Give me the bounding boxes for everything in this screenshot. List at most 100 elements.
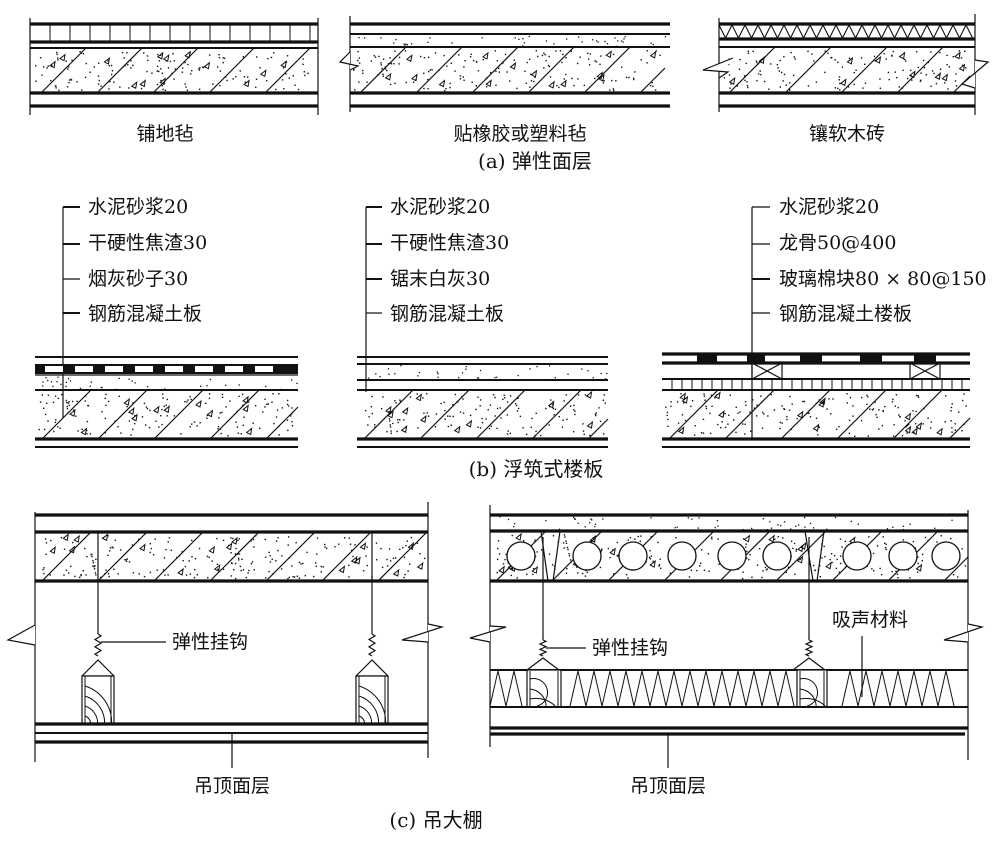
speckle-dot (826, 528, 828, 530)
aggregate-dot (185, 574, 188, 576)
aggregate-dot (615, 80, 617, 82)
aggregate-dot (79, 51, 81, 53)
aggregate-dot (576, 62, 579, 65)
aggregate-dot (395, 402, 397, 404)
aggregate-dot (963, 423, 966, 425)
aggregate-dot (519, 415, 522, 418)
aggregate-dot (104, 397, 106, 400)
aggregate-dot (764, 566, 767, 569)
hatch-line (639, 67, 666, 94)
aggregate-dot (896, 76, 898, 79)
speckle-dot (584, 526, 586, 528)
aggregate-dot (66, 407, 69, 410)
aggregate-dot (90, 553, 92, 556)
aggregate-dot (658, 564, 661, 566)
aggregate-dot (883, 52, 885, 55)
aggregate-dot (509, 432, 512, 435)
aggregate-dot (449, 415, 451, 418)
hatch-line (475, 389, 526, 440)
aggregate-dot (649, 550, 651, 552)
mortar-speckle (499, 516, 953, 532)
aggregate-dot (770, 393, 772, 396)
aggregate-dot (652, 85, 654, 88)
aggregate-dot (779, 59, 781, 62)
aggregate-dot (583, 433, 585, 436)
aggregate-dot (205, 402, 207, 405)
aggregate-dot (251, 561, 254, 563)
aggregate-dot (84, 400, 87, 402)
aggregate-stone (177, 567, 184, 576)
aggregate-dot (777, 67, 779, 69)
aggregate-dot (869, 408, 871, 410)
aggregate-dot (703, 569, 706, 571)
aggregate-dot (849, 397, 852, 399)
aggregate-stone (681, 395, 689, 404)
aggregate-dot (551, 564, 554, 566)
aggregate-dot (717, 538, 719, 540)
aggregate-dot (389, 57, 391, 59)
speckle-dot (45, 376, 47, 379)
aggregate-dot (462, 76, 465, 78)
aggregate-dot (773, 409, 776, 411)
aggregate-dot (132, 428, 134, 431)
aggregate-dot (809, 416, 812, 418)
speckle-dot (574, 517, 576, 520)
aggregate-dot (324, 546, 326, 548)
core-hole (717, 541, 747, 571)
aggregate-dot (108, 400, 110, 403)
speckle-dot (577, 522, 579, 525)
aggregate-dot (273, 52, 275, 54)
aggregate-dot (551, 403, 554, 406)
aggregate-dot (287, 544, 289, 546)
aggregate-dot (922, 59, 925, 62)
aggregate-dot (829, 558, 831, 561)
speckle-dot (892, 526, 894, 528)
aggregate-stone (338, 565, 346, 574)
speckle-dot (581, 368, 583, 370)
aggregate-dot (862, 87, 864, 89)
aggregate-dot (600, 55, 602, 57)
aggregate-dot (875, 413, 877, 416)
aggregate-dot (710, 394, 713, 396)
aggregate-dot (831, 561, 833, 564)
aggregate-dot (156, 65, 159, 68)
aggregate-dot (84, 547, 86, 550)
spring-coil (538, 639, 548, 657)
aggregate-dot (392, 422, 394, 425)
aggregate-dot (86, 433, 88, 435)
aggregate-dot (751, 576, 753, 579)
speckle-dot (375, 373, 377, 375)
aggregate-dot (130, 67, 132, 69)
aggregate-dot (94, 565, 96, 567)
caption-section-c: (c) 吊大棚 (389, 808, 482, 832)
aggregate-dot (140, 87, 143, 90)
aggregate-dot (832, 398, 834, 400)
aggregate-dot (194, 568, 196, 571)
aggregate-dot (435, 413, 438, 415)
aggregate-dot (485, 418, 487, 420)
aggregate-dot (581, 572, 584, 575)
aggregate-dot (39, 401, 42, 403)
speckle-dot (476, 377, 479, 379)
aggregate-dot (194, 558, 197, 560)
aggregate-dot (427, 56, 430, 59)
aggregate-stone (915, 421, 922, 430)
aggregate-dot (92, 559, 94, 562)
aggregate-dot (408, 563, 411, 565)
aggregate-dot (193, 421, 196, 423)
aggregate-dot (807, 50, 809, 53)
aggregate-dot (72, 409, 75, 411)
aggregate-dot (788, 409, 791, 412)
aggregate-dot (375, 542, 378, 544)
aggregate-dot (131, 544, 134, 546)
aggregate-dot (269, 561, 272, 563)
aggregate-stone (586, 420, 594, 429)
aggregate-dot (288, 557, 290, 559)
aggregate-dot (76, 81, 78, 83)
aggregate-dot (490, 425, 492, 427)
aggregate-dot (296, 575, 299, 577)
aggregate-dot (481, 417, 483, 420)
aggregate-dot (105, 393, 107, 396)
aggregate-dot (747, 86, 749, 89)
aggregate-dot (616, 541, 619, 544)
